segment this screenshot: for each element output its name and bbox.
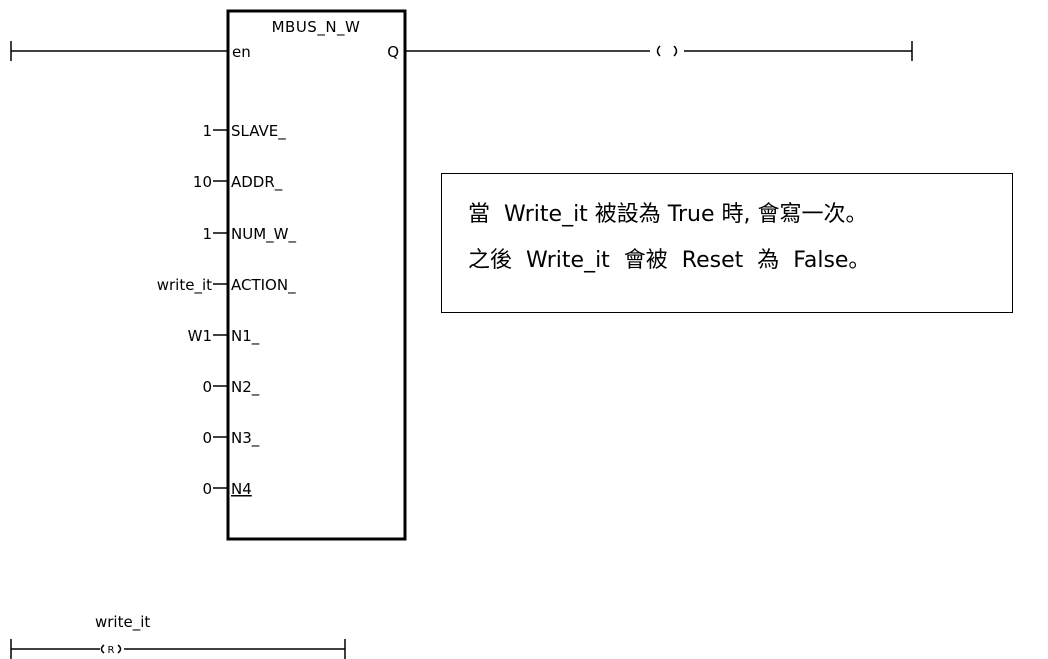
pin-n1-label: N1_ (231, 327, 260, 346)
pin-slave[interactable]: 1 SLAVE_ (202, 122, 286, 141)
function-block[interactable] (226, 9, 407, 541)
pin-num-w[interactable]: 1 NUM_W_ (202, 225, 296, 244)
pin-num-w-label: NUM_W_ (231, 225, 296, 244)
comment-line-1: 當 Write_it 被設為 True 時, 會寫一次。 (468, 202, 868, 227)
pin-action-value: write_it (157, 276, 212, 295)
pin-num-w-value: 1 (202, 225, 212, 243)
pin-n4-label: N4 (231, 480, 252, 498)
reset-coil-right-arc (117, 644, 122, 654)
pin-en-label: en (232, 43, 251, 61)
pin-addr-value: 10 (193, 173, 212, 191)
pin-n3-value: 0 (202, 429, 212, 447)
function-block-title: MBUS_N_W (272, 18, 361, 37)
pin-action[interactable]: write_it ACTION_ (157, 276, 296, 295)
comment-line-2: 之後 Write_it 會被 Reset 為 False。 (468, 248, 871, 273)
coil-output[interactable] (656, 45, 678, 57)
pin-addr[interactable]: 10 ADDR_ (193, 173, 283, 192)
pin-addr-label: ADDR_ (231, 173, 283, 192)
coil-right-arc (673, 45, 678, 57)
pin-n3-label: N3_ (231, 429, 260, 448)
pin-slave-label: SLAVE_ (231, 122, 286, 141)
pin-n2-label: N2_ (231, 378, 260, 397)
comment-note: 當 Write_it 被設為 True 時, 會寫一次。 之後 Write_it… (441, 173, 1013, 313)
pin-n1[interactable]: W1 N1_ (188, 327, 260, 346)
reset-coil-left-arc (100, 644, 105, 654)
reset-coil[interactable]: R (100, 644, 122, 656)
pin-n3[interactable]: 0 N3_ (202, 429, 259, 448)
pin-slave-value: 1 (202, 122, 212, 140)
pin-n2[interactable]: 0 N2_ (202, 378, 259, 397)
reset-coil-r-letter: R (108, 645, 115, 656)
pin-n1-value: W1 (188, 327, 212, 345)
pin-n4-value: 0 (202, 480, 212, 498)
pin-n4[interactable]: 0 N4 (202, 480, 251, 498)
pin-q-label: Q (387, 43, 399, 61)
reset-coil-variable-label: write_it (95, 613, 150, 632)
coil-left-arc (656, 45, 661, 57)
pin-n2-value: 0 (202, 378, 212, 396)
pin-action-label: ACTION_ (231, 276, 296, 295)
